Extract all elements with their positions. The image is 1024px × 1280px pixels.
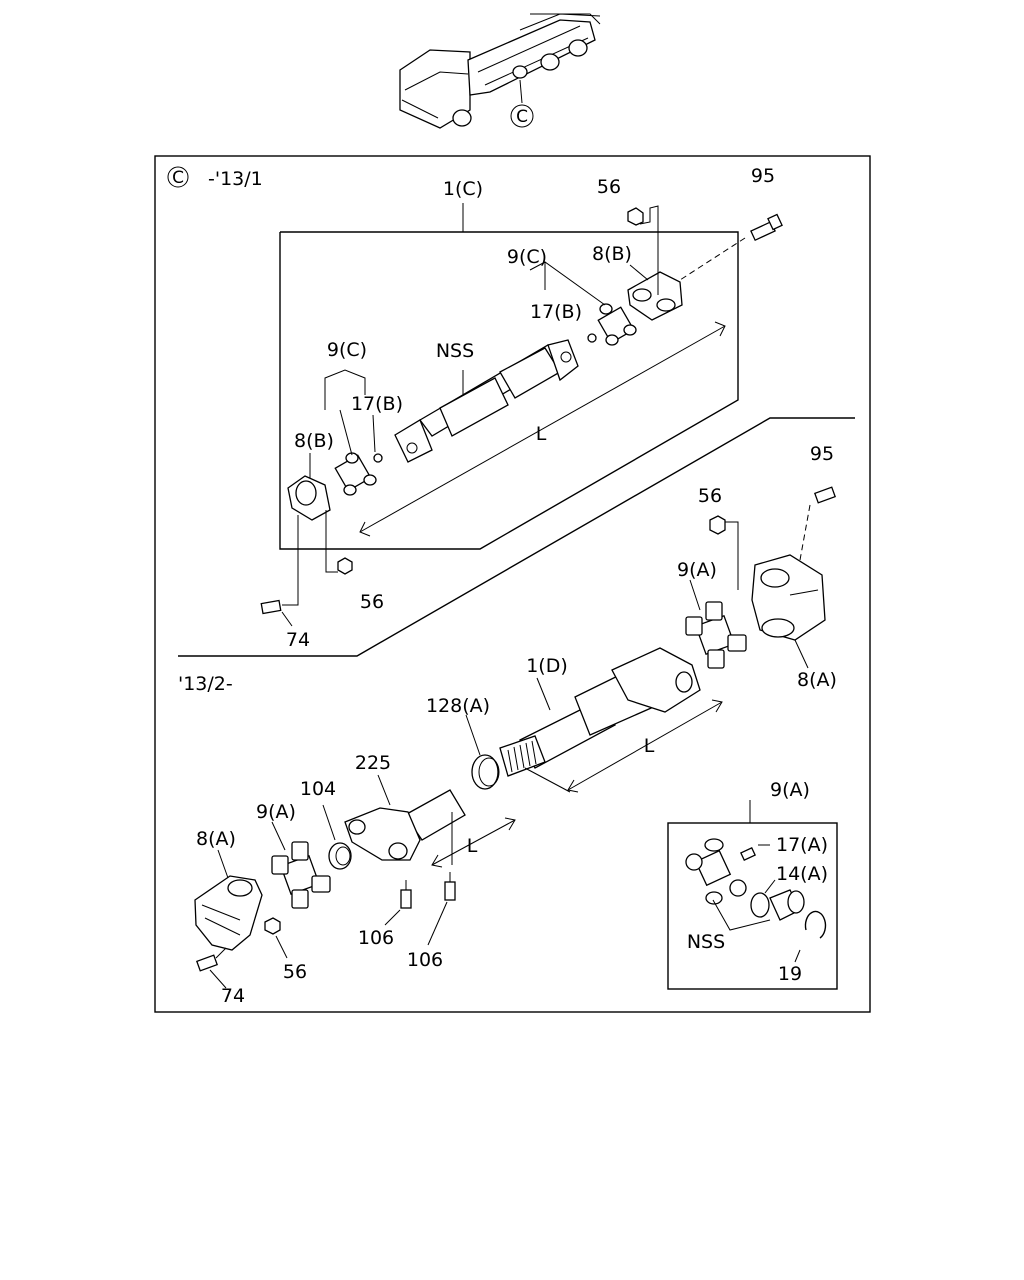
view-marker: C [172,168,184,188]
label-8b-left: 8(B) [294,430,334,452]
label-17b-left: 17(B) [351,393,403,415]
label-225: 225 [355,752,391,774]
label-9a-detail: 9(A) [770,779,810,801]
bolt-95-right [813,486,837,504]
label-56-left: 56 [360,591,384,613]
period-divider-line [178,417,855,657]
label-nss-top: NSS [436,340,474,362]
label-95-right: 95 [810,443,834,465]
label-104: 104 [300,778,336,800]
detail-box-9a [667,822,838,990]
label-9a-right: 9(A) [677,559,717,581]
label-l-bottom: L [467,835,478,857]
label-shaft-1d: 1(D) [526,655,568,677]
label-56-right: 56 [698,485,722,507]
label-17a-detail: 17(A) [776,834,828,856]
label-8a-left: 8(A) [196,828,236,850]
grease-nipple-17a [740,846,756,862]
bushing-104 [328,842,352,870]
universal-joint-9a-right [685,601,747,669]
label-95-top: 95 [751,165,775,187]
grease-fitting-106-b [444,872,456,901]
flange-yoke-8b-top [627,271,683,321]
label-74-bottom: 74 [221,985,245,1007]
assembly-1c-boundary [279,231,739,550]
label-56-bottom: 56 [283,961,307,983]
label-9a-left: 9(A) [256,801,296,823]
label-9c-left: 9(C) [327,339,367,361]
snap-ring-19 [804,910,827,939]
label-128a: 128(A) [426,695,490,717]
label-106-a: 106 [358,927,394,949]
label-l-top: L [536,423,547,445]
period-top-label: -'13/1 [208,168,263,190]
label-8b-top: 8(B) [592,243,632,265]
label-8a-right: 8(A) [797,669,837,691]
bolt-74-bottom [195,947,227,972]
label-56-top: 56 [597,176,621,198]
universal-joint-9c-top [587,303,637,346]
universal-joint-9a-left [271,841,331,909]
bearing-cup-14a [750,889,805,921]
label-17b-top: 17(B) [530,301,582,323]
diagram-frame [154,155,871,1013]
flange-yoke-8a-left [194,875,263,951]
view-marker-thumb: C [516,107,528,127]
label-106-b: 106 [407,949,443,971]
period-bottom-label: '13/2- [178,673,233,695]
flange-yoke-8a-right [751,554,826,641]
label-9c-top: 9(C) [507,246,547,268]
flange-yoke-8b-left [287,475,331,521]
truck-locator-illustration: C [399,13,601,129]
shaft-1c-illustration [394,339,579,463]
bolt-95-top [750,213,783,242]
universal-joint-cross-detail [685,838,747,905]
dust-seal-128a [471,754,500,790]
label-14a-detail: 14(A) [776,863,828,885]
universal-joint-9c-left [334,452,383,496]
label-shaft-1c: 1(C) [443,178,483,200]
label-l-mid: L [644,735,655,757]
bolt-74-left [260,599,282,615]
shaft-1d-illustration [499,647,701,777]
grease-fitting-106-a [400,880,412,909]
label-nss-detail: NSS [687,931,725,953]
label-74-left: 74 [286,629,310,651]
slip-yoke-225 [344,789,466,861]
label-19-detail: 19 [778,963,802,985]
